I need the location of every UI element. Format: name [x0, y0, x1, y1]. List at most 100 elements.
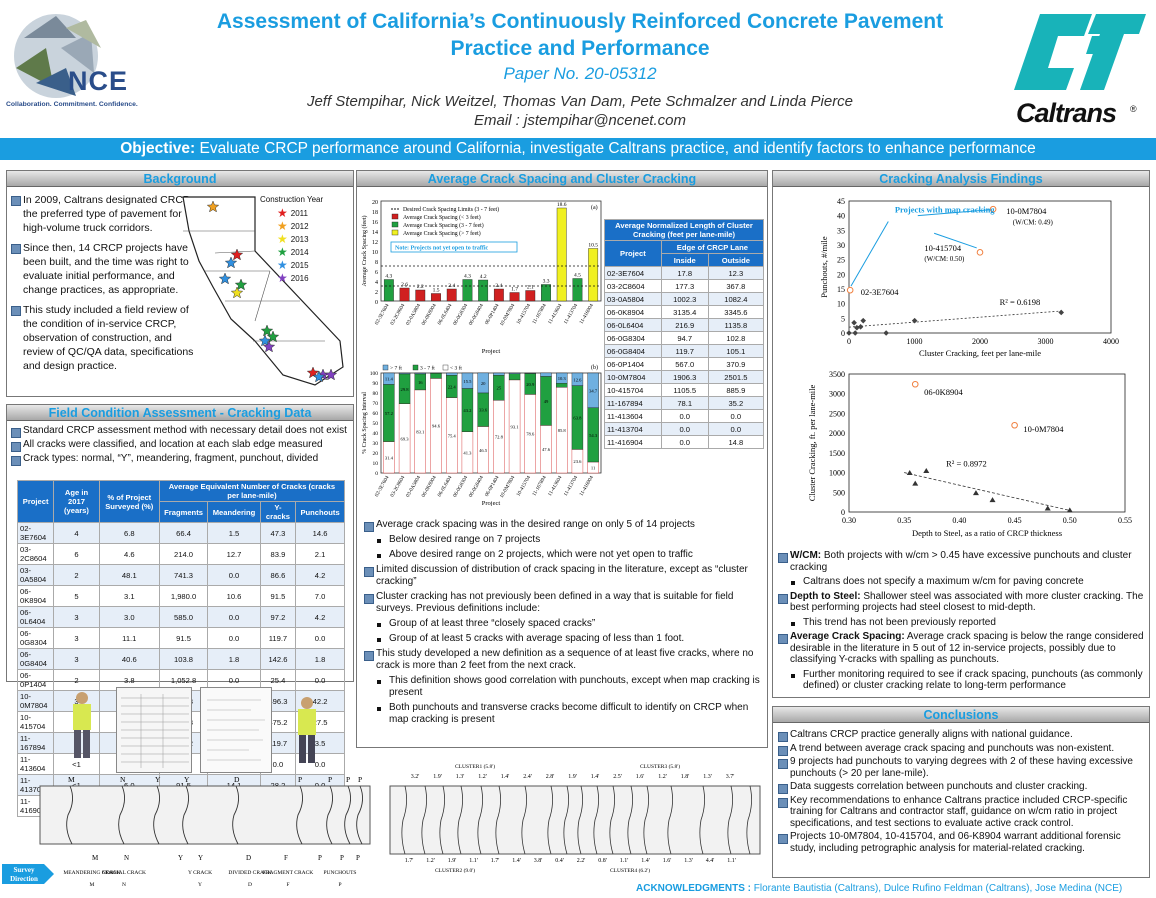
table-cell: 1135.8 — [707, 318, 765, 332]
table-cell: 119.7 — [660, 344, 709, 358]
bar-value-label: 10.5 — [588, 243, 598, 249]
x-tick-label: 4000 — [1103, 337, 1119, 346]
data-point — [906, 469, 913, 475]
y-tick-label: 3000 — [829, 390, 845, 399]
field-condition-panel: Field Condition Assessment - Cracking Da… — [6, 404, 354, 817]
table-cell: 367.8 — [707, 279, 765, 293]
legend-swatch — [391, 221, 399, 228]
x-axis-label: Depth to Steel, as a ratio of CRCP thick… — [912, 528, 1062, 538]
bar — [399, 287, 410, 302]
crack-spacing-top: 1.4' — [591, 774, 600, 780]
table-cell: 3 — [53, 648, 100, 670]
crack-line — [326, 785, 333, 845]
crack-spacing-bottom: 1.3' — [684, 858, 693, 864]
bar-value-label: 2.2 — [417, 284, 424, 290]
annotation-arrow — [850, 221, 889, 287]
y-tick-label: 8 — [375, 260, 378, 266]
segment-label: 57.2 — [385, 411, 394, 416]
nce-wordmark: NCE — [68, 66, 129, 96]
data-point — [972, 490, 979, 496]
map-legend-year: 2014 — [290, 248, 309, 257]
crack-type-code: N — [122, 882, 126, 888]
finding-sub-bullet: Further monitoring required to see if cr… — [777, 669, 1147, 692]
cluster-label: CLUSTER1 (5.8') — [455, 763, 495, 770]
y-tick-label: 80 — [373, 391, 379, 397]
crack-line — [401, 785, 407, 855]
map-legend-year: 2015 — [290, 261, 309, 270]
crack-type-name: NORMAL CRACK — [102, 870, 146, 876]
plot-frame — [848, 200, 1112, 334]
table-cell: 3.1 — [98, 585, 160, 607]
x-tick-label: 0.30 — [842, 516, 856, 525]
table-cell: 216.9 — [660, 318, 709, 332]
table-cell: 1.8 — [207, 648, 261, 670]
pavement-slab — [39, 785, 371, 845]
y-axis-label: Average Crack Spacing (feet) — [361, 215, 368, 286]
segment-label: 63.8 — [573, 416, 582, 421]
col-header: Age in 2017 (years) — [53, 480, 100, 523]
segment-label: 10.3 — [558, 376, 567, 381]
table-cell: 06-0K8904 — [604, 305, 662, 319]
crack-line — [593, 785, 599, 855]
crack-type-top-letter: P — [298, 775, 302, 784]
legend-label: Average Crack Spacing (3 - 7 feet) — [403, 222, 484, 229]
y-tick-label: 40 — [837, 212, 845, 221]
table-cell: 1,980.0 — [158, 585, 209, 607]
table-cell: 2501.5 — [707, 370, 765, 384]
table-cell: 5 — [53, 585, 100, 607]
crack-spacing-top: 1.4' — [501, 774, 510, 780]
bar — [383, 279, 394, 302]
crack-line — [118, 785, 125, 845]
x-axis-label: Project — [482, 500, 501, 506]
map-legend-year: 2012 — [290, 222, 309, 231]
table-cell: 42.2 — [295, 690, 345, 712]
table-cell: 91.5 — [259, 585, 297, 607]
segment-label: 11 — [591, 466, 596, 471]
x-tick-label: 11-416904 — [579, 475, 596, 498]
table-cell: 10-415704 — [604, 383, 662, 397]
y-tick-label: 1000 — [829, 469, 845, 478]
data-point — [923, 467, 930, 473]
table-cell: 11-413604 — [604, 409, 662, 423]
field-bullet: Crack types: normal, “Y”, meandering, fr… — [10, 453, 350, 466]
crack-type-name: FRAGMENT CRACK — [263, 870, 314, 876]
crack-line — [563, 785, 569, 855]
table-cell: 0.0 — [295, 627, 345, 649]
table-cell: 03-0A5804 — [16, 564, 55, 586]
paper-number: Paper No. 20-05312 — [503, 64, 657, 83]
finding-sub-bullet: Caltrans does not specify a maximum w/cm… — [777, 576, 1147, 588]
conclusion-bullet: Key recommendations to enhance Caltrans … — [777, 795, 1147, 830]
point-label: 06-0K8904 — [924, 387, 963, 397]
x-tick-label: 03-0A5804 — [405, 475, 422, 499]
y-tick-label: 0 — [375, 471, 378, 477]
point-label: 10-415704 — [924, 243, 962, 253]
segment-label: 72.8 — [495, 435, 504, 440]
legend-label: > 7 ft — [390, 365, 402, 372]
star-icon: ★ — [277, 271, 288, 285]
crack-type-bottom-letter: Y — [198, 854, 203, 862]
table-cell: 0.0 — [707, 422, 765, 436]
finding-bullet: Depth to Steel: Shallower steel was asso… — [777, 591, 1147, 614]
finding-sub-bullet: This trend has not been previously repor… — [777, 617, 1147, 629]
table-cell: 10-0M7804 — [16, 690, 55, 712]
segment-label: 11.4 — [385, 377, 394, 382]
bar-value-label: 18.6 — [557, 202, 567, 208]
crack-spacing-top: 2.4' — [523, 774, 532, 780]
table-cell: 585.0 — [158, 606, 209, 628]
table-cell: 177.3 — [660, 279, 709, 293]
author-block: Jeff Stempihar, Nick Weitzel, Thomas Van… — [306, 93, 854, 129]
crack-sub-bullet: This definition shows good correlation w… — [363, 675, 763, 699]
finding-text: Both projects with w/cm > 0.45 have exce… — [790, 550, 1132, 573]
data-point-hollow — [911, 380, 919, 388]
data-point — [854, 324, 860, 331]
y-tick-label: 4 — [375, 280, 378, 286]
x-tick-label: 06-0G8304 — [452, 303, 469, 327]
x-tick-label: 11-413604 — [547, 303, 564, 326]
cluster-definition-diagram: 3.2'1.9'1.3'1.2'1.4'2.4'2.8'1.9'1.4'2.5'… — [389, 763, 761, 874]
table-cell: 0.0 — [660, 409, 709, 423]
crack-sub-bullet: Group of at least 5 cracks with average … — [363, 633, 763, 645]
bar-value-label: 2.4 — [448, 283, 455, 289]
